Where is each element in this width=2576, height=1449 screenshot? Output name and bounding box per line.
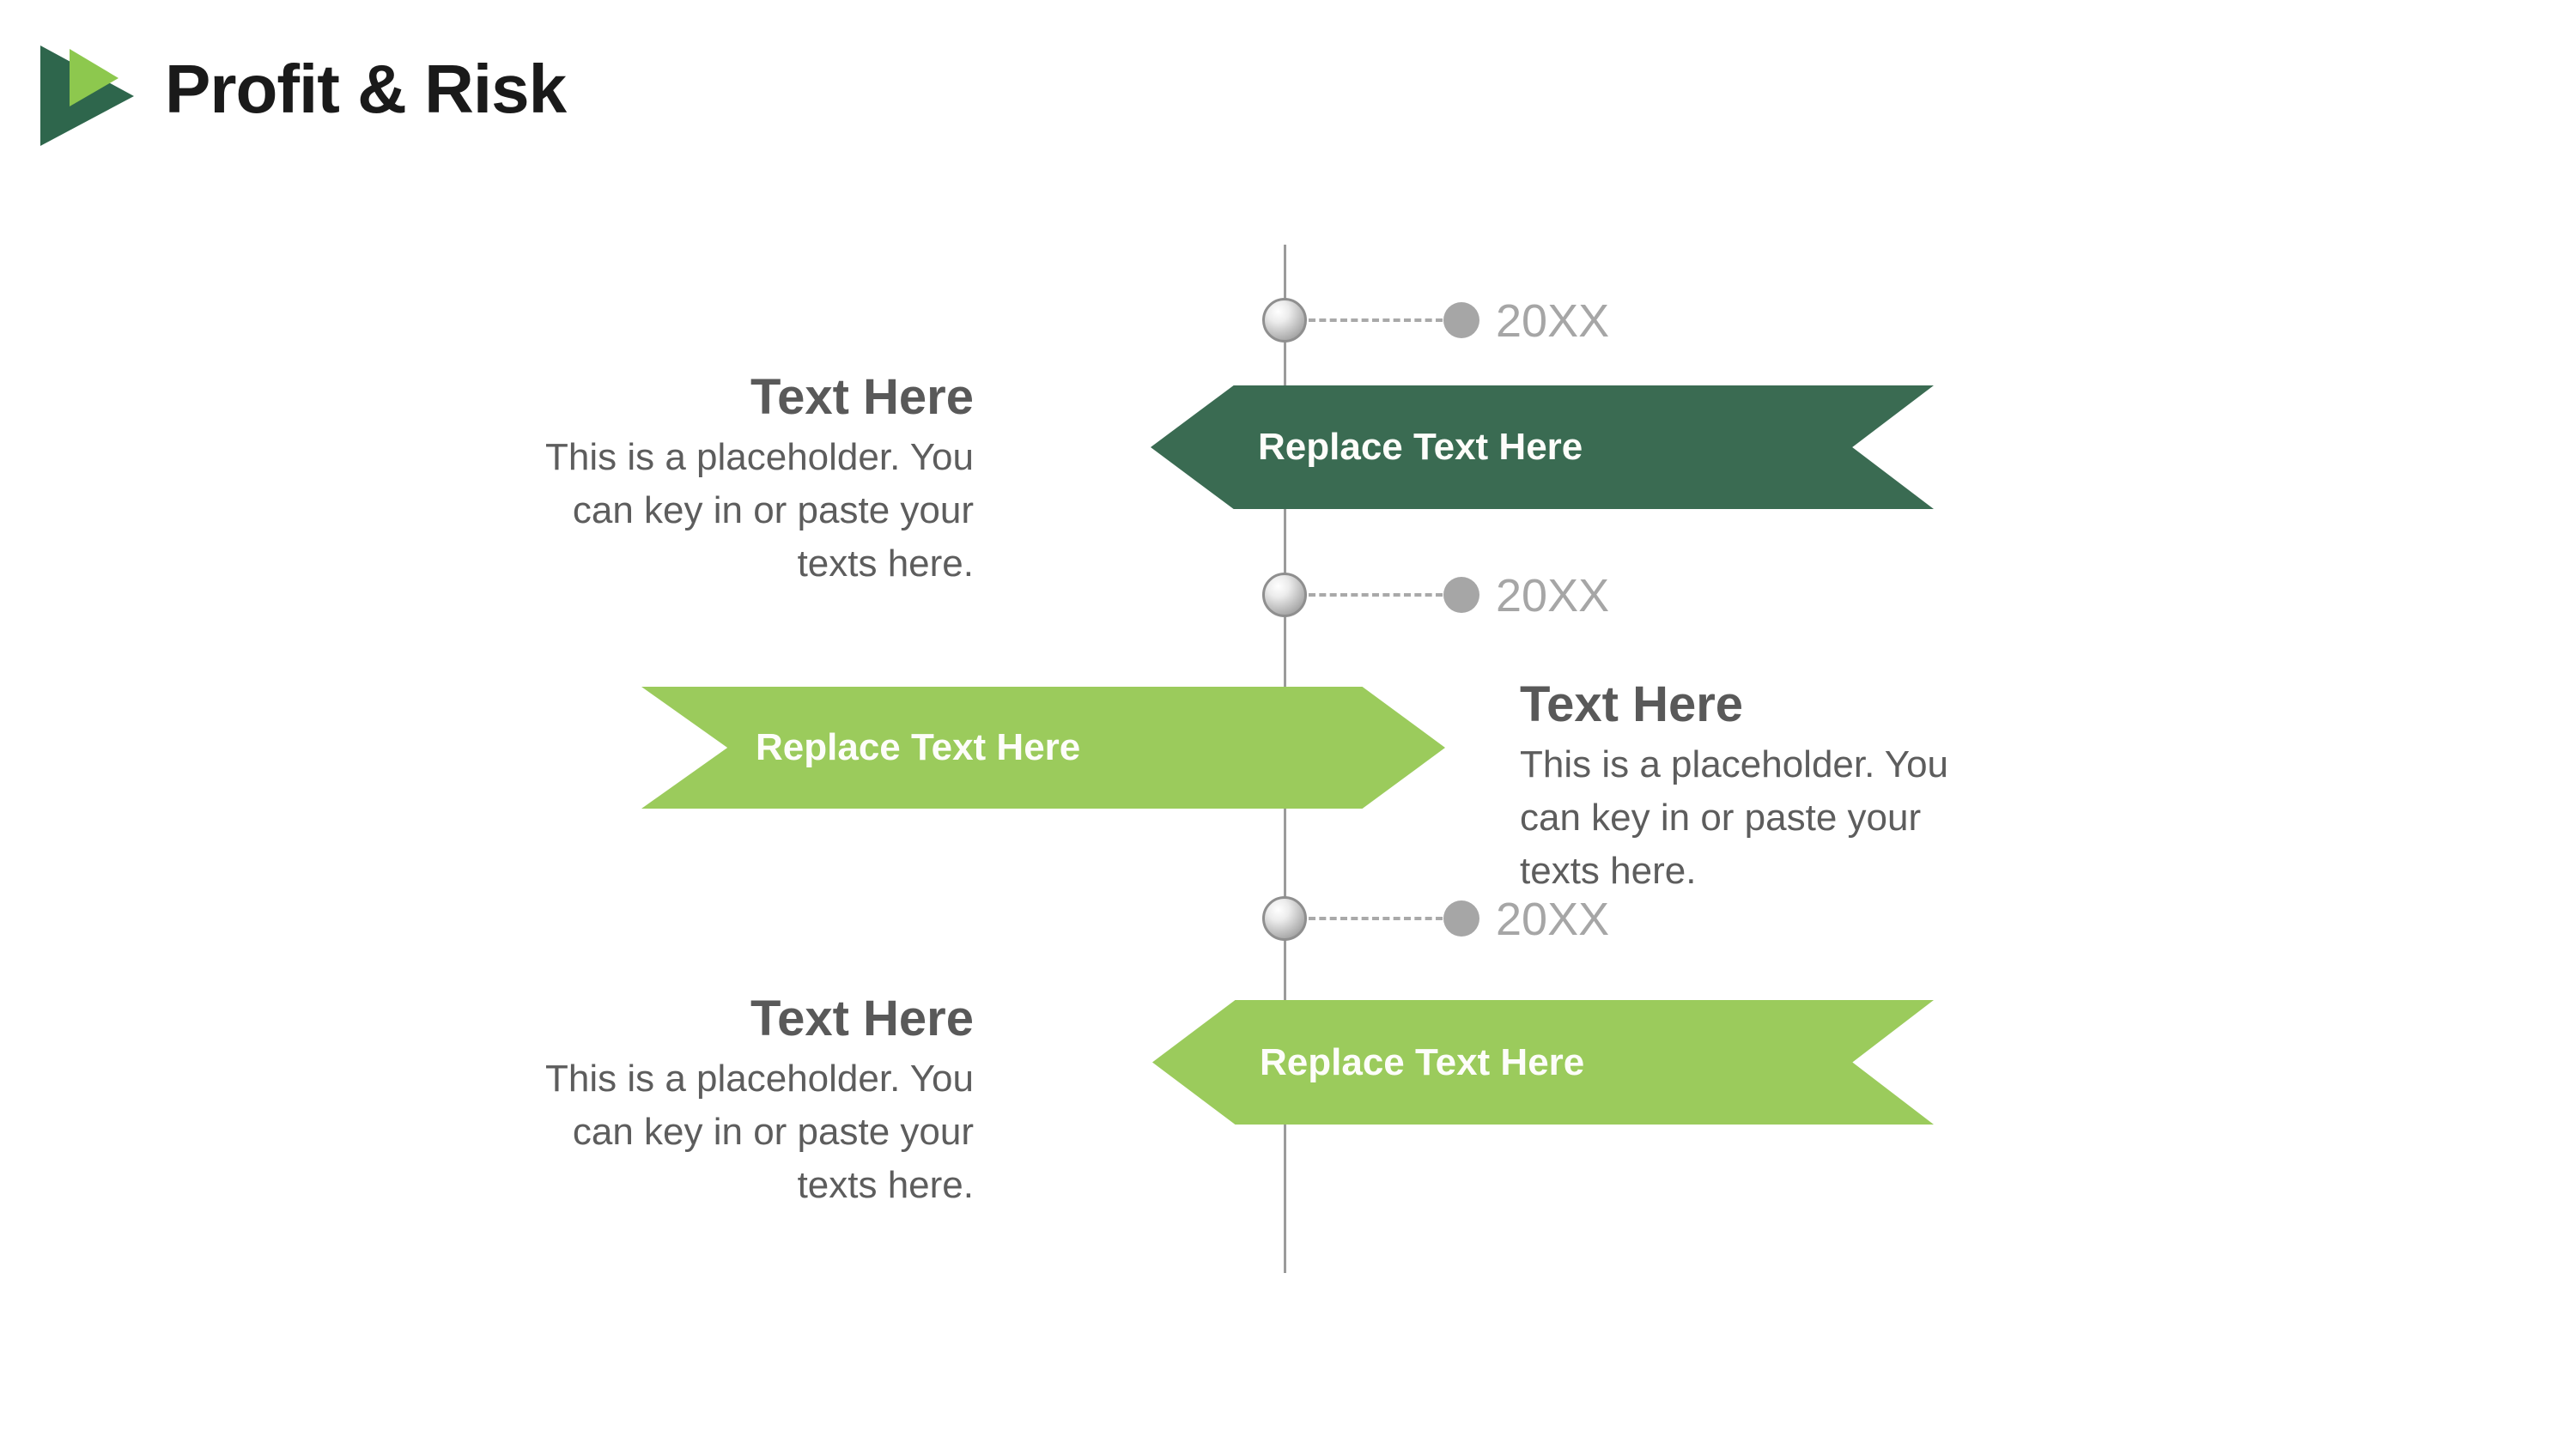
banner-light-green-right[interactable]: Replace Text Here bbox=[641, 687, 1445, 809]
timeline-sphere-icon bbox=[1262, 573, 1307, 617]
slide-title[interactable]: Profit & Risk bbox=[165, 51, 567, 127]
text-block-body: This is a placeholder. You can key in or… bbox=[544, 1057, 974, 1206]
text-block-heading: Text Here bbox=[750, 991, 974, 1046]
timeline-dot-icon bbox=[1443, 900, 1479, 937]
banner-dark-green[interactable]: Replace Text Here bbox=[1151, 385, 1934, 509]
dashed-connector bbox=[1309, 318, 1443, 322]
timeline-sphere-icon bbox=[1262, 896, 1307, 941]
text-block-2[interactable]: Text Here This is a placeholder. You can… bbox=[1520, 675, 2052, 898]
banner-light-green-left[interactable]: Replace Text Here bbox=[1152, 1000, 1934, 1125]
text-block-heading: Text Here bbox=[750, 369, 974, 425]
dashed-connector bbox=[1309, 593, 1443, 597]
year-label[interactable]: 20XX bbox=[1496, 569, 1610, 621]
year-label[interactable]: 20XX bbox=[1496, 294, 1610, 347]
banner-label: Replace Text Here bbox=[1258, 426, 1583, 468]
text-block-body: This is a placeholder. You can key in or… bbox=[1520, 743, 1949, 892]
year-label[interactable]: 20XX bbox=[1496, 893, 1610, 945]
text-block-heading: Text Here bbox=[1520, 676, 1744, 732]
timeline-dot-icon bbox=[1443, 577, 1479, 613]
timeline-sphere-icon bbox=[1262, 298, 1307, 343]
dashed-connector bbox=[1309, 917, 1443, 920]
timeline-dot-icon bbox=[1443, 302, 1479, 338]
banner-label: Replace Text Here bbox=[756, 726, 1081, 768]
banner-label: Replace Text Here bbox=[1260, 1040, 1585, 1083]
play-triangles-logo-icon bbox=[40, 45, 134, 146]
text-block-3[interactable]: Text Here This is a placeholder. You can… bbox=[441, 989, 974, 1212]
text-block-body: This is a placeholder. You can key in or… bbox=[544, 435, 974, 585]
text-block-1[interactable]: Text Here This is a placeholder. You can… bbox=[441, 367, 974, 591]
